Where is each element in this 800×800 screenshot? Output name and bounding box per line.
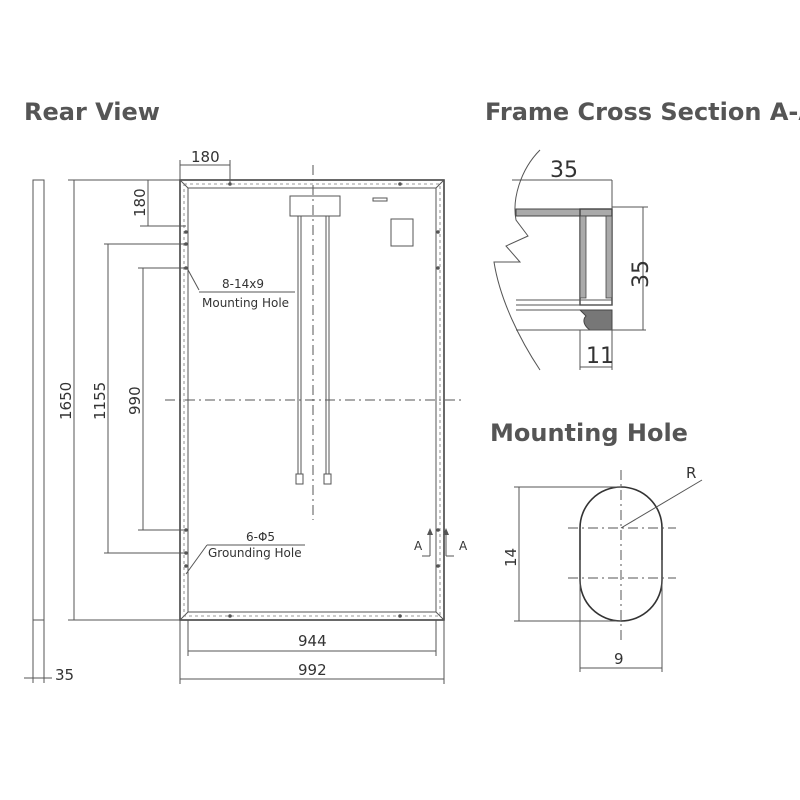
rear-view-drawing: 35 [24, 148, 468, 684]
dim-cs-width-35: 35 [550, 158, 578, 183]
dim-944: 944 [298, 632, 327, 650]
grounding-hole-label: Grounding Hole [208, 546, 302, 560]
break-line [493, 149, 541, 371]
side-profile [32, 179, 45, 621]
rear-view-title: Rear View [24, 98, 160, 126]
section-mark-left: A [414, 539, 423, 553]
dim-mh-width-9: 9 [614, 650, 624, 668]
mounting-hole-title: Mounting Hole [490, 419, 688, 447]
radius-label: R [686, 464, 696, 482]
mounting-hole-spec: 8-14x9 [222, 277, 264, 291]
label-plate [390, 218, 414, 247]
grounding-hole-spec: 6-Φ5 [246, 530, 275, 544]
connector-right [323, 473, 332, 485]
dim-1155: 1155 [91, 382, 109, 420]
mounting-hole-label: Mounting Hole [202, 296, 289, 310]
dim-mh-length-14: 14 [502, 548, 520, 567]
dim-990: 990 [126, 386, 144, 415]
dim-height-1650: 1650 [57, 382, 75, 420]
dim-depth-35: 35 [55, 666, 74, 684]
section-mark-right: A [459, 539, 468, 553]
dim-992: 992 [298, 661, 327, 679]
connector-left [295, 473, 304, 485]
dim-cs-height-35: 35 [629, 260, 654, 288]
dim-top-180: 180 [191, 148, 220, 166]
junction-box [289, 195, 341, 217]
dim-cs-lip-11: 11 [586, 344, 614, 369]
cross-section-drawing: 35 35 11 [493, 149, 654, 371]
mounting-hole-drawing: R 14 9 [502, 464, 703, 672]
cross-section-title: Frame Cross Section A-A [485, 98, 800, 126]
dim-side-180: 180 [131, 188, 149, 217]
